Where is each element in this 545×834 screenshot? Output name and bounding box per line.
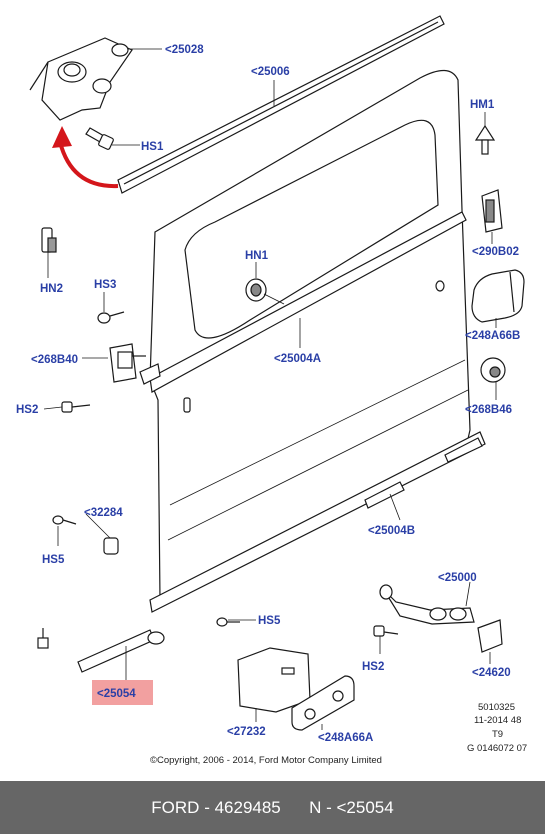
label-25004b: <25004B [368,525,415,537]
upper-rail [117,15,445,194]
clip-hn2 [41,227,57,253]
label-290b02: <290B02 [472,246,519,258]
label-32284: <32284 [84,507,123,519]
label-hs2-right: HS2 [362,661,384,673]
lower-roller-bracket [379,584,475,625]
footer-separator: - [199,797,215,817]
label-25028: <25028 [165,44,204,56]
center-rail [139,211,467,393]
label-268b46: <268B46 [465,404,512,416]
label-25004a: <25004A [274,353,321,365]
nut-32284 [103,537,119,555]
exploded-parts-diagram: <25028 <25006 HS1 HM1 <290B02 HN2 HN1 HS… [16,15,527,766]
label-hs5-right: HS5 [258,615,281,627]
label-27232: <27232 [227,726,266,738]
label-25000: <25000 [438,572,477,584]
lower-rail [149,431,486,613]
label-268b40: <268B40 [31,354,78,366]
label-hs2-left: HS2 [16,404,38,416]
label-248a66a: <248A66A [318,732,373,744]
label-hn1: HN1 [245,250,269,262]
assembly-arrow [52,126,119,189]
upper-roller-bracket [29,37,133,121]
meta-line-4: G 0146072 07 [467,743,527,754]
grommet-hn1 [245,278,267,302]
bolt-hs1 [85,127,114,150]
label-24620: <24620 [472,667,511,679]
label-hm1: HM1 [470,99,495,111]
label-25006: <25006 [251,66,290,78]
label-25054: <25054 [97,688,136,700]
bolt-hs2-right [373,625,399,637]
copyright-text: ©Copyright, 2006 - 2014, Ford Motor Comp… [150,755,382,766]
meta-line-1: 5010325 [478,702,515,713]
screw-hs3 [97,311,125,324]
footer-gap [281,798,309,818]
screw-hs5-right [216,617,240,627]
footer-reference: N - <25054 [309,797,394,817]
cover-248a66b [471,269,525,323]
bracket-24620 [477,619,503,653]
door-panel [149,69,471,601]
highlight-box [92,680,153,705]
bumper-268b46 [480,357,506,383]
meta-line-3: T9 [492,729,503,740]
label-hn2: HN2 [40,283,63,295]
leader-lines [43,48,497,730]
meta-line-2: 11-2014 48 [474,715,521,726]
cover-248a66a [291,675,355,731]
striker-268b40 [109,343,146,383]
footer-brand: FORD [151,797,200,817]
clip-hm1 [474,124,496,155]
label-hs1: HS1 [141,141,164,153]
bolt-hs2-left [61,401,91,413]
screw-hs5-left [52,515,77,525]
panel-27232 [237,647,311,713]
hold-open-25054 [37,628,165,673]
part-footer-bar: FORD - 4629485 N - <25054 [0,781,545,834]
footer-part-number: 4629485 [214,797,281,817]
part-290b02 [481,189,503,233]
label-248a66b: <248A66B [465,330,520,342]
label-hs5-left: HS5 [42,554,65,566]
label-hs3: HS3 [94,279,116,291]
